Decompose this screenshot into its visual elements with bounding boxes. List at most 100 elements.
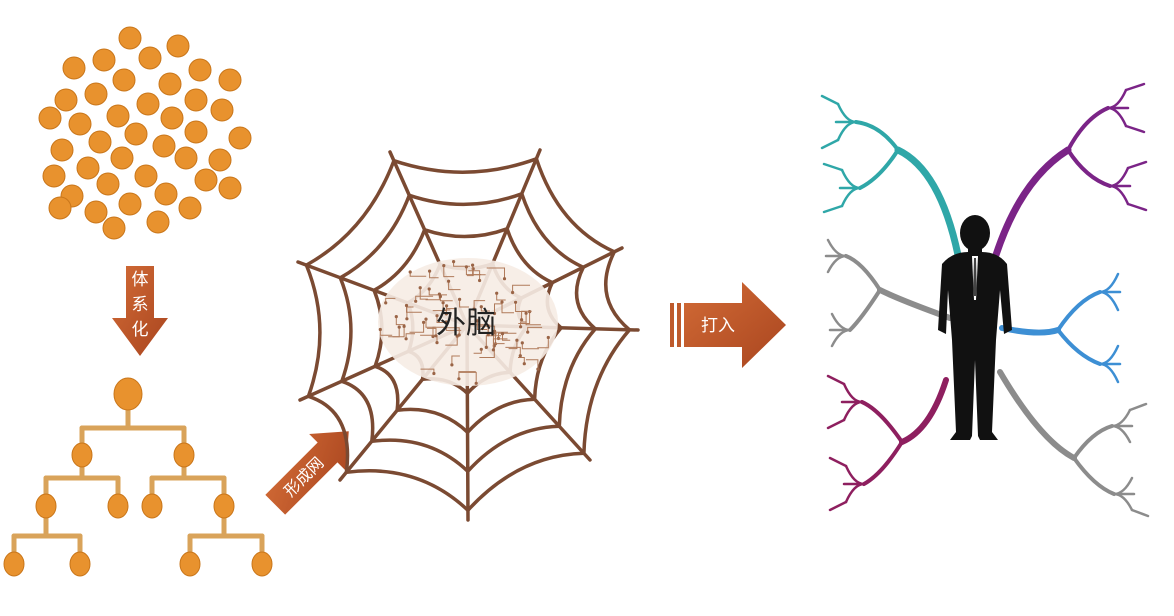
cluster-dot [92,48,116,72]
cluster-dot [88,130,112,154]
cluster-dot [42,164,66,188]
cluster-dot [138,46,162,70]
mindmap-branch [1112,476,1134,496]
circuit-node [458,297,462,301]
circuit-node [479,305,483,309]
circuit-node [486,333,490,337]
circuit-node [437,292,441,296]
circuit-node [447,279,451,283]
circuit-node [404,303,409,308]
cluster-dot [152,134,176,158]
circuit-trace [415,295,434,302]
businessman-silhouette-icon [938,215,1012,440]
circuit-trace [445,336,458,346]
circuit-trace [495,331,508,344]
mindmap-branch [854,120,900,152]
cluster-dot [228,126,252,150]
circuit-node [479,347,483,351]
cluster-dot [48,196,72,220]
cluster-dot [210,98,234,122]
circuit-node [418,286,422,290]
circuit-trace [379,329,393,336]
circuit-node [492,311,497,316]
circuit-trace [388,327,400,338]
mindmap-branch [1110,408,1132,428]
cluster-dot [76,156,100,180]
mindmap-branch [1106,88,1128,110]
mindmap-branch [1126,202,1148,212]
circuit-trace [470,324,489,335]
scattered-dots-icon [38,26,252,240]
mindmap-branch [1098,272,1120,294]
circuit-trace [537,337,549,349]
mindmap-branch [842,400,864,422]
mindmap-branch [1106,106,1128,128]
cluster-dot [112,68,136,92]
circuit-trace [478,325,496,332]
mindmap-branch [1066,148,1112,188]
cluster-dot [218,176,242,200]
circuit-trace [425,319,436,328]
cluster-dot [110,146,134,170]
circuit-trace [476,320,488,330]
circuit-node [402,324,406,328]
cluster-dot [118,26,142,50]
circuit-node [546,335,550,340]
tree-node [71,442,93,468]
circuit-trace [473,300,486,310]
systematize-arrow: 体 系 化 [112,266,168,356]
circuit-node [444,312,448,316]
circuit-trace [409,322,425,333]
mindmap-branch [836,102,858,124]
circuit-trace [395,316,406,326]
systematize-arrow-char-3: 化 [132,320,149,340]
cluster-dot [102,216,126,240]
cluster-dot [134,164,158,188]
tree-node [173,442,195,468]
mindmap-branch [1112,492,1134,512]
mindmap-branch [1110,424,1132,444]
cluster-dot [154,182,178,206]
cluster-dot [96,172,120,196]
circuit-node [378,327,382,332]
circuit-trace [443,265,455,278]
circuit-node [520,318,524,322]
circuit-node [464,265,468,269]
circuit-node [484,345,488,349]
circuit-node [474,381,478,385]
mindmap-branch [1126,160,1148,170]
circuit-trace [521,310,532,320]
circuit-node [434,334,438,338]
mindmap-branch [836,120,858,142]
mindmap-branch [828,500,848,512]
circuit-trace [512,284,530,293]
circuit-node [502,277,507,281]
tree-node [113,377,143,411]
mindmap-branch [826,254,848,274]
circuit-node [444,320,448,324]
mindmap-branch [1124,82,1146,92]
cluster-dot [184,88,208,112]
tree-node [251,551,273,577]
mindmap-branch [848,288,882,332]
cluster-dot [166,34,190,58]
cluster-dot [208,148,232,172]
circuit-node [428,269,432,273]
mindmap-branch [1124,124,1146,134]
web-ring [304,157,632,513]
circuit-trace [426,327,437,336]
cluster-dot [106,104,130,128]
circuit-node [435,314,439,318]
mindmap-branch [844,482,866,504]
circuit-node [475,319,479,323]
cluster-dot [38,106,62,130]
circuit-trace [419,287,428,300]
circuit-node [450,363,454,367]
cluster-dot [188,58,212,82]
circuit-trace [526,359,539,370]
mindmap-branch [830,312,852,332]
circuit-trace [494,303,503,314]
circuit-trace [428,289,447,296]
circuit-trace [468,270,481,281]
